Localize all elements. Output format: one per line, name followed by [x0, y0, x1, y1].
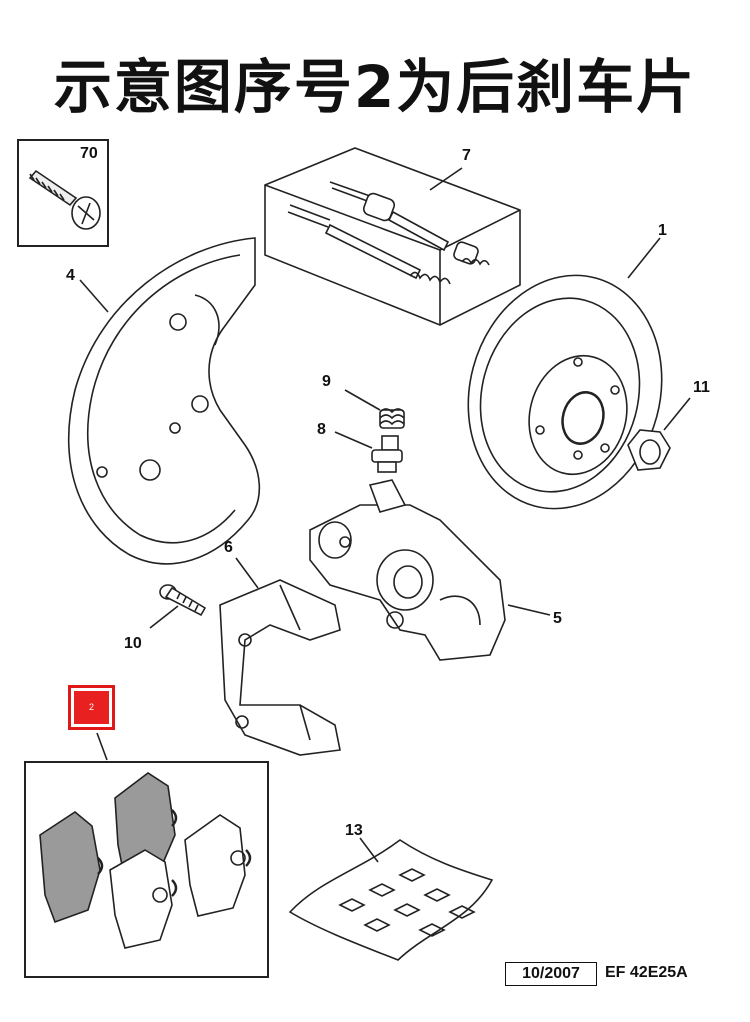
label-10: 10	[124, 635, 142, 652]
label-5: 5	[553, 610, 562, 627]
bleeder-screw-part-8	[371, 435, 403, 473]
label-4: 4	[66, 267, 75, 284]
footer-date: 10/2007	[505, 962, 597, 986]
label-1: 1	[658, 222, 667, 239]
label-70: 70	[80, 145, 98, 162]
brake-pads-part-2	[24, 761, 269, 978]
footer-code: EF 42E25A	[605, 964, 688, 981]
spring-part-9	[379, 408, 405, 429]
label-11: 11	[693, 379, 710, 396]
label-13: 13	[345, 822, 363, 839]
guide-pin-kit-part-7	[264, 147, 521, 326]
caliper-bracket-part-6	[219, 579, 341, 756]
label-2: 2	[74, 691, 109, 724]
label-7: 7	[462, 147, 471, 164]
screw-part-70	[17, 139, 109, 247]
backing-plate-part-4	[67, 237, 261, 565]
page-title: 示意图序号2为后刹车片	[53, 53, 697, 121]
hub-nut-part-11	[627, 429, 671, 471]
caliper-part-5	[309, 479, 506, 661]
grease-sheet-part-13	[288, 839, 494, 961]
label-6: 6	[224, 539, 233, 556]
label-8: 8	[317, 421, 326, 438]
pads-highlight-marker: 2	[68, 685, 115, 730]
bolt-part-10	[159, 584, 207, 617]
label-9: 9	[322, 373, 331, 390]
brake-disc-part-1	[467, 274, 663, 510]
